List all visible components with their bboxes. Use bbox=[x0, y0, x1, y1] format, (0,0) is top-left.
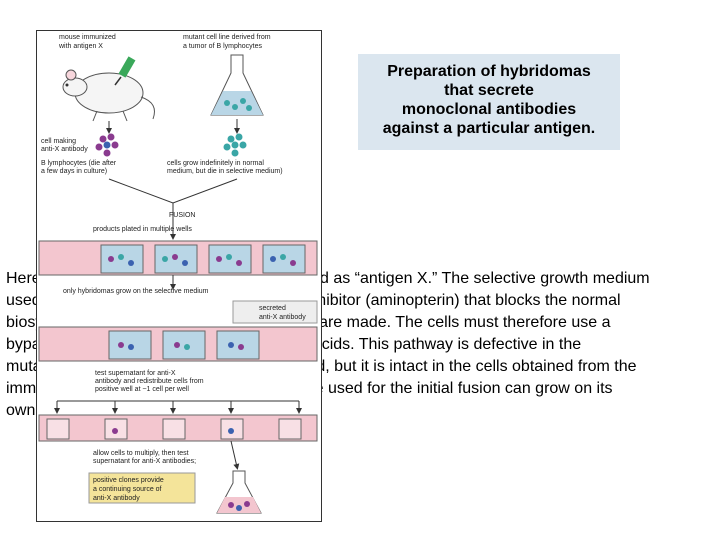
flask-icon bbox=[210, 54, 264, 116]
test-label: test supernatant for anti-X bbox=[95, 370, 176, 377]
caption-line: against a particular antigen. bbox=[382, 120, 596, 137]
positive-label: positive clones provide bbox=[93, 477, 164, 484]
caption-line: that secrete bbox=[444, 82, 534, 99]
grow-label: cells grow indefinitely in normal bbox=[167, 160, 264, 167]
mutant-label: mutant cell line derived from bbox=[183, 34, 271, 41]
syringe-icon bbox=[114, 56, 136, 86]
b-cell-cluster bbox=[95, 133, 119, 157]
allow-label: allow cells to multiply, then test bbox=[93, 450, 189, 457]
secreted-label: anti-X antibody bbox=[259, 314, 306, 321]
b-lymphocytes-label: B lymphocytes (die after bbox=[41, 160, 117, 167]
plated-label: products plated in multiple wells bbox=[93, 226, 192, 233]
caption-box: Preparation of hybridomas that secrete m… bbox=[358, 54, 620, 150]
cell-making-label: anti-X antibody bbox=[41, 146, 88, 153]
positive-label: anti-X antibody bbox=[93, 495, 140, 502]
fusion-label: FUSION bbox=[169, 212, 195, 219]
mouse-icon bbox=[62, 69, 155, 122]
mouse-label: with antigen X bbox=[58, 43, 103, 50]
cell-making-label: cell making bbox=[41, 138, 76, 145]
b-lymphocytes-label: a few days in culture) bbox=[41, 168, 107, 175]
mouse-label: mouse immunized bbox=[59, 34, 116, 41]
allow-label: supernatant for anti-X antibodies; bbox=[93, 458, 196, 465]
positive-clone-flask-icon bbox=[216, 470, 262, 514]
test-label: positive well at ~1 cell per well bbox=[95, 386, 189, 393]
only-hybridomas-label: only hybridomas grow on the selective me… bbox=[63, 288, 209, 295]
grow-label: medium, but die in selective medium) bbox=[167, 168, 283, 175]
well-tray-single-cells bbox=[38, 414, 318, 442]
tumor-cell-cluster bbox=[223, 133, 247, 157]
caption-line: Preparation of hybridomas bbox=[387, 63, 591, 80]
well-tray-mixed bbox=[38, 240, 318, 276]
well-tray-hybridomas bbox=[38, 326, 318, 362]
hybridoma-diagram: mouse immunized with antigen X mutant ce… bbox=[38, 34, 318, 514]
positive-label: a continuing source of bbox=[93, 486, 162, 493]
secreted-label: secreted bbox=[259, 305, 286, 312]
test-label: antibody and redistribute cells from bbox=[95, 378, 204, 385]
caption-line: monoclonal antibodies bbox=[401, 101, 577, 118]
mutant-label: a tumor of B lymphocytes bbox=[183, 43, 262, 50]
hybridoma-figure: mouse immunized with antigen X mutant ce… bbox=[36, 30, 322, 522]
